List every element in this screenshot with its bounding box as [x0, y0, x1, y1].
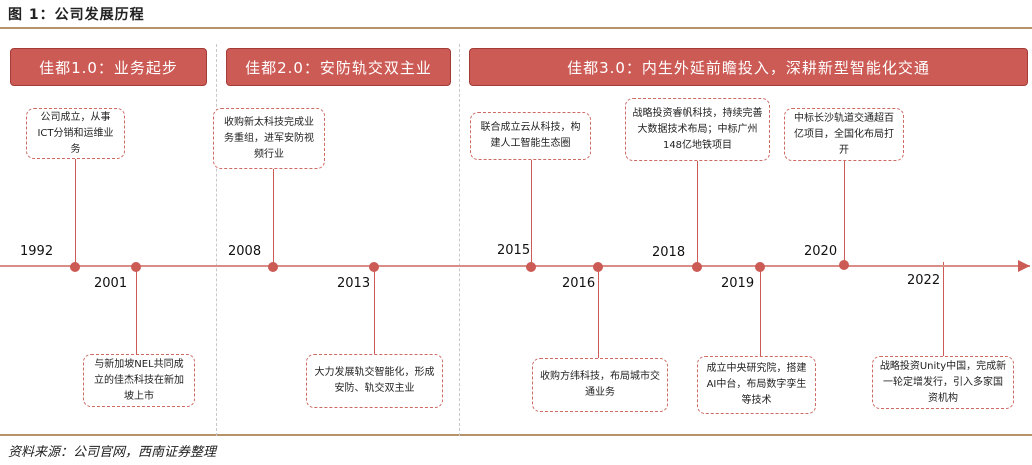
timeline-dot-2019 — [755, 262, 765, 272]
connector-2020 — [844, 161, 845, 268]
phase-banner-3: 佳都3.0：内生外延前瞻投入，深耕新型智能化交通 — [469, 48, 1028, 86]
year-label-2018: 2018 — [652, 245, 686, 260]
year-label-2015: 2015 — [497, 243, 531, 258]
top-rule — [0, 27, 1032, 29]
event-box-2020: 中标长沙轨道交通超百亿项目，全国化布局打开 — [784, 108, 904, 161]
timeline-dot-2008 — [268, 262, 278, 272]
figure-title: 图 1：公司发展历程 — [8, 7, 145, 23]
phase-banner-1: 佳都1.0：业务起步 — [10, 48, 207, 86]
source-note: 资料来源：公司官网，西南证券整理 — [8, 445, 217, 460]
year-label-2022: 2022 — [907, 273, 941, 288]
timeline-arrow-icon — [1018, 260, 1030, 272]
timeline-dot-2016 — [593, 262, 603, 272]
year-label-2008: 2008 — [228, 244, 262, 259]
phase-divider — [459, 44, 460, 436]
event-box-2008: 收购新太科技完成业务重组，进军安防视频行业 — [213, 108, 325, 169]
event-box-2001: 与新加坡NEL共同成立的佳杰科技在新加坡上市 — [83, 354, 195, 407]
year-label-2020: 2020 — [804, 244, 838, 259]
year-label-2013: 2013 — [337, 276, 371, 291]
event-box-2013: 大力发展轨交智能化，形成安防、轨交双主业 — [306, 354, 443, 408]
connector-2008 — [273, 169, 274, 268]
timeline-dot-2020 — [839, 260, 849, 270]
timeline-dot-2013 — [369, 262, 379, 272]
year-label-2019: 2019 — [721, 276, 755, 291]
year-label-1992: 1992 — [20, 244, 54, 259]
connector-2001 — [136, 268, 137, 354]
event-box-1992: 公司成立，从事ICT分销和运维业务 — [26, 108, 125, 159]
year-label-2001: 2001 — [94, 276, 128, 291]
timeline-dot-2018 — [692, 262, 702, 272]
bottom-rule — [0, 434, 1032, 436]
event-box-2019: 成立中央研究院，搭建AI中台，布局数字孪生等技术 — [697, 356, 816, 414]
connector-2019 — [760, 268, 761, 356]
connector-2016 — [598, 268, 599, 358]
connector-2013 — [374, 268, 375, 354]
event-box-2018: 战略投资睿帆科技，持续完善大数据技术布局；中标广州148亿地铁项目 — [625, 98, 770, 161]
event-box-2015: 联合成立云从科技，构建人工智能生态圈 — [470, 112, 591, 160]
event-box-2016: 收购方纬科技，布局城市交通业务 — [532, 358, 668, 412]
event-box-2022: 战略投资Unity中国，完成新一轮定增发行，引入多家国资机构 — [872, 356, 1014, 409]
connector-2018 — [697, 161, 698, 268]
phase-banner-2: 佳都2.0：安防轨交双主业 — [226, 48, 451, 86]
connector-1992 — [75, 159, 76, 268]
connector-2015 — [531, 160, 532, 268]
connector-2022 — [943, 262, 944, 356]
year-label-2016: 2016 — [562, 276, 596, 291]
phase-divider — [216, 44, 217, 436]
timeline-dot-1992 — [70, 262, 80, 272]
timeline-dot-2015 — [526, 262, 536, 272]
timeline-axis — [0, 265, 1030, 267]
timeline-dot-2001 — [131, 262, 141, 272]
